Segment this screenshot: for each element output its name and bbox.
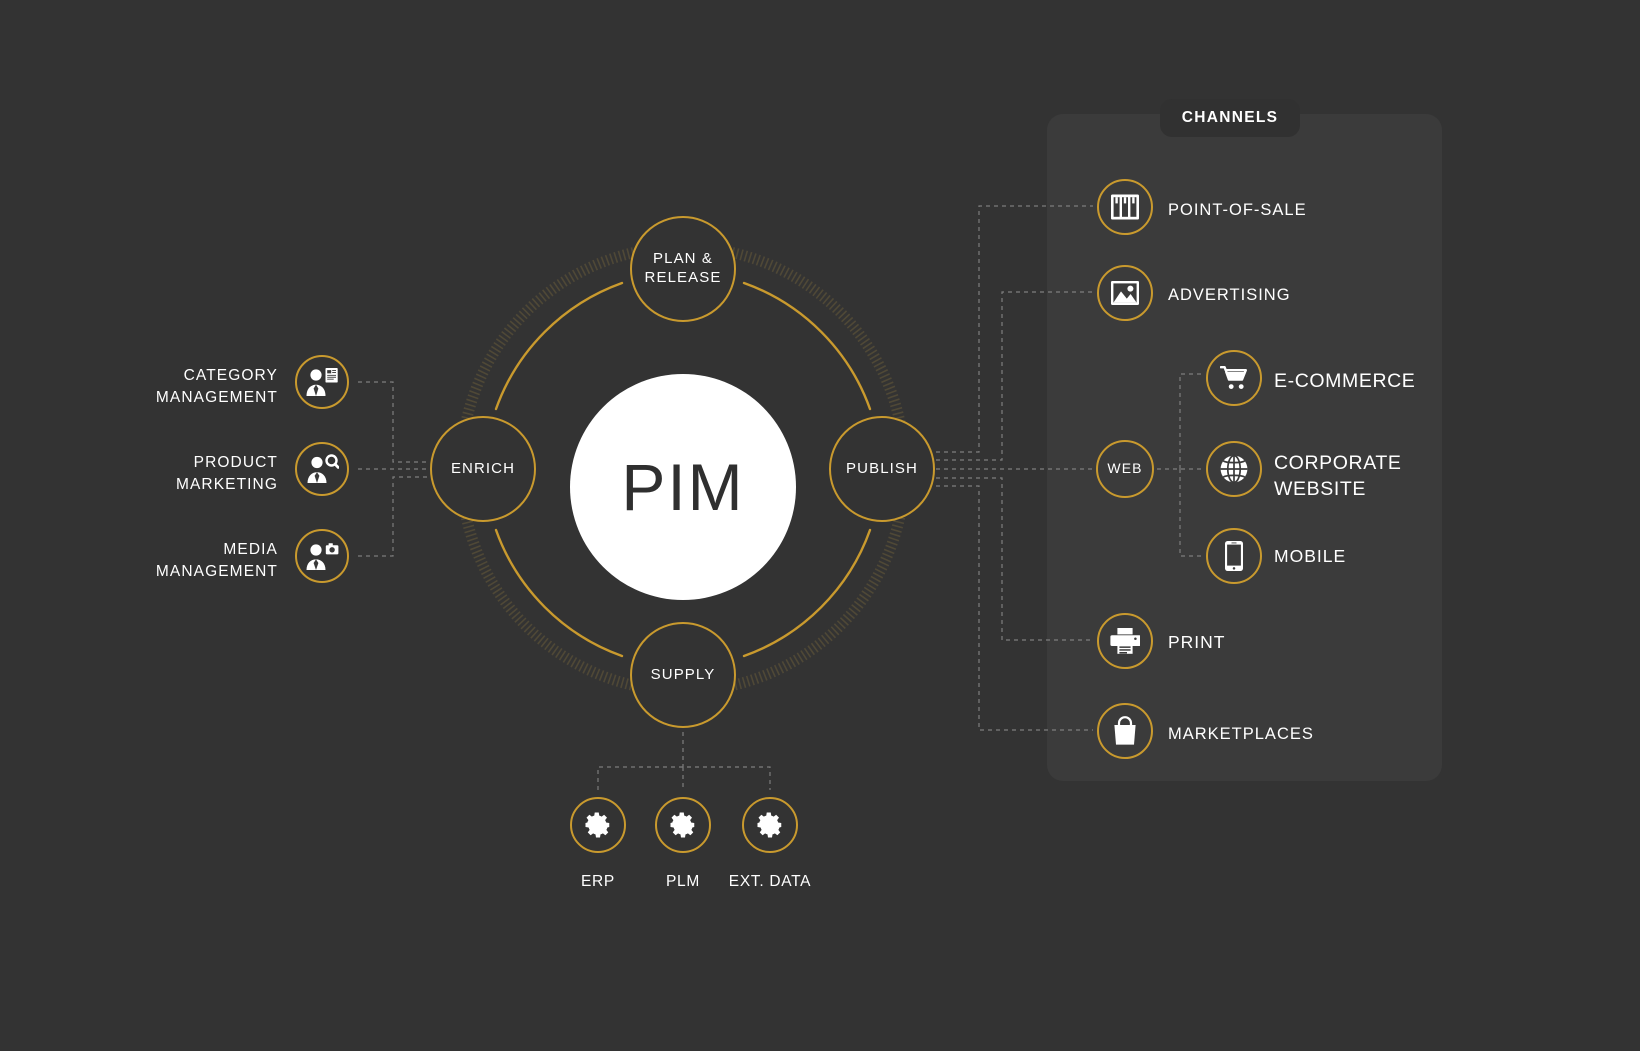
- hub-plan-release-label: PLAN & RELEASE: [644, 250, 722, 286]
- channel-label-corporate-website: CORPORATE WEBSITE: [1274, 452, 1402, 501]
- channel-hub-web[interactable]: WEB: [1096, 440, 1154, 498]
- channel-label-print: PRINT: [1168, 632, 1226, 652]
- channel-icon-marketplaces[interactable]: [1097, 703, 1153, 759]
- channel-label-point-of-sale: POINT-OF-SALE: [1168, 201, 1307, 219]
- gear-icon: [585, 812, 610, 838]
- input-icon-category-management[interactable]: [295, 355, 349, 409]
- channel-icon-e-commerce[interactable]: [1206, 350, 1262, 406]
- pim-core-label: PIM: [621, 450, 745, 524]
- channel-icon-mobile[interactable]: [1206, 528, 1262, 584]
- line-publish-to-pos: [936, 205, 1093, 453]
- hub-publish-label: PUBLISH: [846, 459, 918, 477]
- hub-supply[interactable]: SUPPLY: [630, 622, 736, 728]
- line-publish-to-marketplaces: [936, 485, 1093, 731]
- input-label-media-management: MEDIA MANAGEMENT: [155, 541, 278, 581]
- hub-supply-label: SUPPLY: [650, 665, 716, 683]
- input-icon-media-management[interactable]: [295, 529, 349, 583]
- channel-icon-advertising[interactable]: [1097, 265, 1153, 321]
- smartphone-icon: [1225, 541, 1243, 571]
- supply-source-label-plm: PLM: [666, 873, 700, 890]
- supply-source-icon-plm[interactable]: [655, 797, 711, 853]
- supply-source-label-ext-data: EXT. DATA: [728, 873, 812, 890]
- shopping-cart-icon: [1220, 366, 1247, 389]
- shopping-bag-icon: [1114, 716, 1136, 745]
- gear-icon: [670, 812, 695, 838]
- channel-icon-corporate-website[interactable]: [1206, 441, 1262, 497]
- channels-title: CHANNELS: [1181, 109, 1279, 126]
- hub-plan-release[interactable]: PLAN & RELEASE: [630, 216, 736, 322]
- input-label-category-management: CATEGORY MANAGEMENT: [155, 367, 278, 407]
- supply-source-icon-ext-data[interactable]: [742, 797, 798, 853]
- pos-register-icon: [1111, 194, 1139, 220]
- channel-label-e-commerce: E-COMMERCE: [1274, 370, 1416, 392]
- line-supply-bus: [597, 766, 771, 790]
- hub-enrich-label: ENRICH: [450, 459, 516, 477]
- supply-source-icon-erp[interactable]: [570, 797, 626, 853]
- channel-icon-point-of-sale[interactable]: [1097, 179, 1153, 235]
- channel-label-mobile: MOBILE: [1274, 546, 1347, 566]
- channel-label-marketplaces: MARKETPLACES: [1168, 725, 1314, 743]
- globe-icon: [1220, 454, 1248, 484]
- line-category-to-enrich: [358, 381, 430, 463]
- gear-icon: [757, 812, 782, 838]
- orbit-ring: [494, 281, 872, 658]
- person-document-icon: [306, 368, 338, 396]
- supply-source-label-erp: ERP: [581, 873, 615, 890]
- printer-icon: [1110, 628, 1140, 654]
- hub-publish[interactable]: PUBLISH: [829, 416, 935, 522]
- line-media-to-enrich: [358, 476, 430, 557]
- channel-icon-print[interactable]: [1097, 613, 1153, 669]
- person-camera-icon: [306, 543, 339, 570]
- hub-enrich[interactable]: ENRICH: [430, 416, 536, 522]
- image-picture-icon: [1111, 281, 1139, 305]
- input-icon-product-marketing[interactable]: [295, 442, 349, 496]
- person-search-icon: [307, 454, 339, 483]
- channel-label-advertising: ADVERTISING: [1168, 286, 1291, 304]
- channels-title-badge: CHANNELS: [1160, 99, 1300, 137]
- channel-label-web: WEB: [1107, 460, 1143, 477]
- input-label-product-marketing: PRODUCT MARKETING: [175, 454, 278, 494]
- line-publish-to-advertising: [936, 291, 1093, 461]
- pim-core-circle: PIM: [570, 374, 796, 600]
- line-publish-to-print: [936, 477, 1093, 641]
